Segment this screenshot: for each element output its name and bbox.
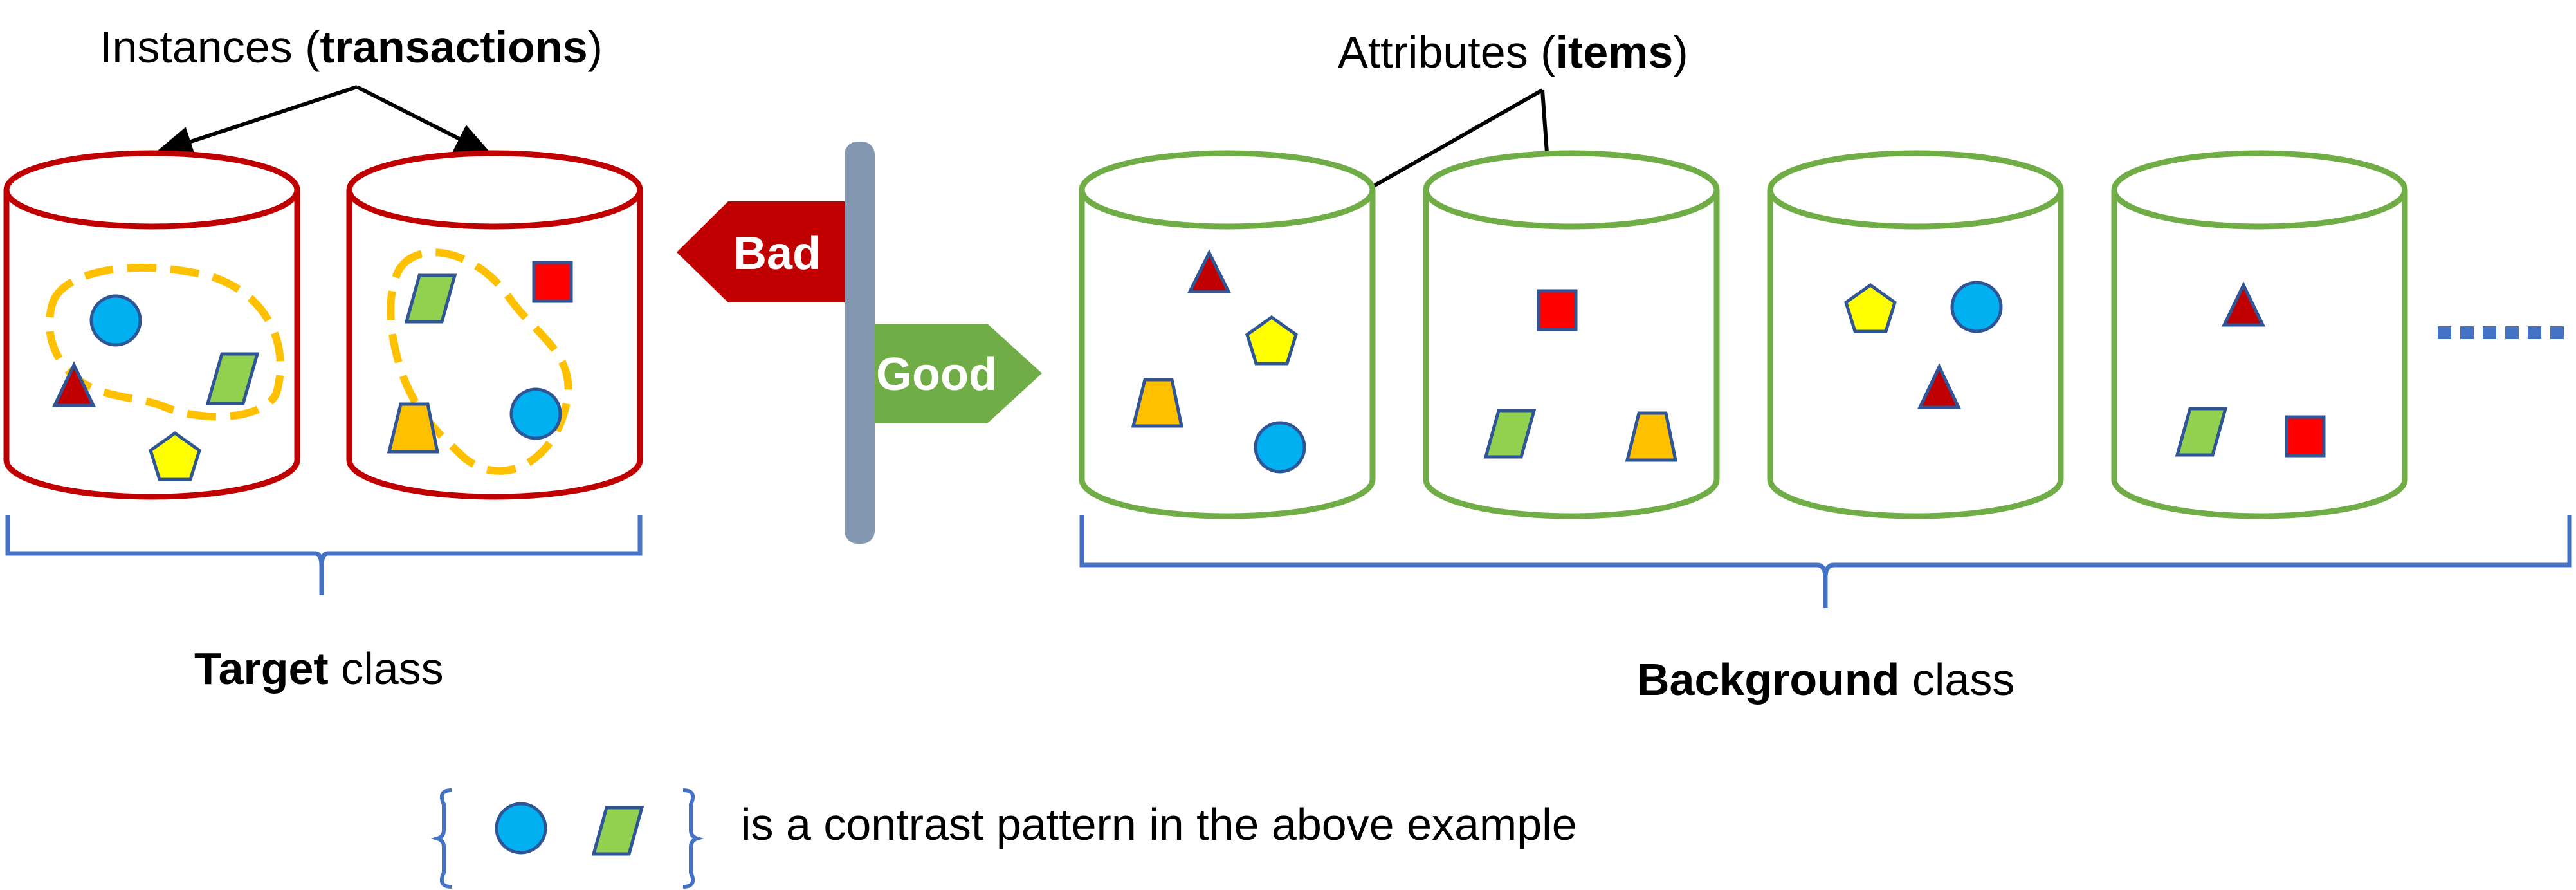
target-class-brace <box>5 515 643 595</box>
attributes-label: Attributes (items) <box>1338 27 1688 77</box>
circle-icon <box>509 387 562 440</box>
square-icon <box>1537 289 1578 331</box>
triangle-icon <box>1187 249 1232 293</box>
legend-right-brace <box>682 788 704 889</box>
parallelogram-icon <box>591 806 644 856</box>
circle-icon <box>89 294 142 347</box>
target-class-label: Target class <box>194 644 444 694</box>
contrast-pattern-legend: is a contrast pattern in the above examp… <box>430 788 1577 889</box>
sign-bad: Bad <box>677 201 845 302</box>
target-cylinder-1 <box>3 150 300 500</box>
legend-text: is a contrast pattern in the above examp… <box>741 799 1577 849</box>
pattern-outline-2 <box>387 248 572 475</box>
legend-left-brace <box>430 788 452 889</box>
square-icon <box>2285 415 2326 458</box>
triangle-icon <box>52 361 96 407</box>
instances-arrow-left <box>154 85 358 156</box>
pentagon-icon <box>149 431 201 481</box>
parallelogram-icon <box>1483 409 1537 459</box>
circle-icon <box>495 802 547 855</box>
parallelogram-icon <box>2175 407 2228 457</box>
signpost-pole <box>845 142 875 544</box>
trapezoid-icon <box>1131 378 1184 428</box>
triangle-icon <box>2222 281 2265 327</box>
circle-icon <box>1950 281 2003 333</box>
background-class-label: Background class <box>1637 654 2014 705</box>
background-cylinder-3 <box>1767 150 2064 519</box>
sign-bad-label: Bad <box>733 228 821 279</box>
ellipsis-dots <box>2438 326 2564 339</box>
circle-icon <box>1254 421 1306 474</box>
square-icon <box>532 261 573 303</box>
background-class-brace <box>1079 515 2572 608</box>
sign-good: Good <box>875 324 1042 423</box>
parallelogram-icon <box>205 352 260 405</box>
triangle-icon <box>1917 363 1961 409</box>
trapezoid-icon <box>1625 411 1678 462</box>
pentagon-icon <box>1844 283 1897 333</box>
pentagon-icon <box>1245 315 1298 366</box>
instances-label: Instances (transactions) <box>100 22 603 72</box>
background-cylinder-1 <box>1079 150 1376 519</box>
instances-arrow-right <box>356 85 494 156</box>
background-cylinder-4 <box>2111 150 2408 519</box>
parallelogram-icon <box>404 273 457 324</box>
sign-good-label: Good <box>876 349 997 400</box>
trapezoid-icon <box>387 402 440 454</box>
